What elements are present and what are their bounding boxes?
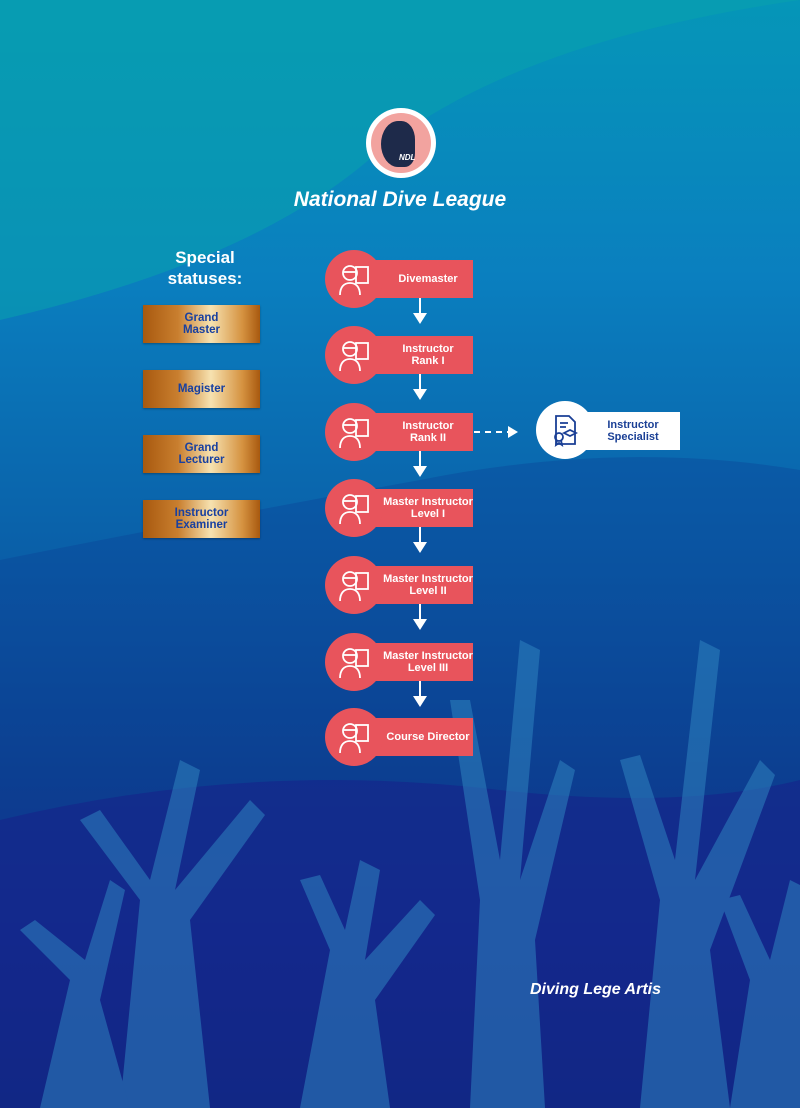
diver-certified-icon [325,250,383,308]
page-title: National Dive League [293,188,507,211]
status-label: Grand [184,312,219,324]
arrow-down [413,298,427,324]
step-label: Specialist [607,431,659,443]
step-label: Instructor [402,420,454,432]
step-label: Instructor [607,419,659,431]
special-statuses-heading: Special statuses: [150,247,260,289]
ndl-logo: NDL [366,108,436,178]
arrow-down [413,604,427,630]
tagline: Diving Lege Artis [530,981,661,998]
step-label: Level III [407,662,449,674]
step-label: Master Instructor [383,496,473,508]
step-label: Level II [409,585,447,597]
status-label: Examiner [175,519,228,531]
step-label: Rank I [411,355,445,367]
step-1: Divemaster [325,250,475,308]
arrow-down [413,374,427,400]
instructor-tanks-icon [325,403,383,461]
step-label: Master Instructor [383,573,473,585]
status-label: Magister [177,383,226,395]
logo-text: NDL [399,153,416,162]
status-label: Instructor [174,507,229,519]
step-label: Rank II [409,432,447,444]
step-label: Master Instructor [383,650,473,662]
master-instructor-icon [325,633,383,691]
master-instructor-icon [325,479,383,537]
arrow-down [413,451,427,477]
dashed-arrow [474,426,518,438]
coral-silhouette [20,640,800,1108]
step-label: Instructor [402,343,454,355]
master-instructor-icon [325,556,383,614]
certificate-icon [536,401,594,459]
presentation-board-icon [325,708,383,766]
status-magister: Magister [143,370,260,408]
step-label: Level I [410,508,446,520]
heading-line: statuses: [167,269,243,288]
step-label: Course Director [386,731,470,743]
status-label: Master [182,324,221,336]
step-label: Divemaster [398,273,458,285]
arrow-down [413,527,427,553]
heading-line: Special [175,248,235,267]
status-label: Lecturer [178,454,225,466]
arrow-down [413,681,427,707]
status-label: Grand [184,442,219,454]
instructor-board-icon [325,326,383,384]
step-7: Course Director [325,708,475,766]
